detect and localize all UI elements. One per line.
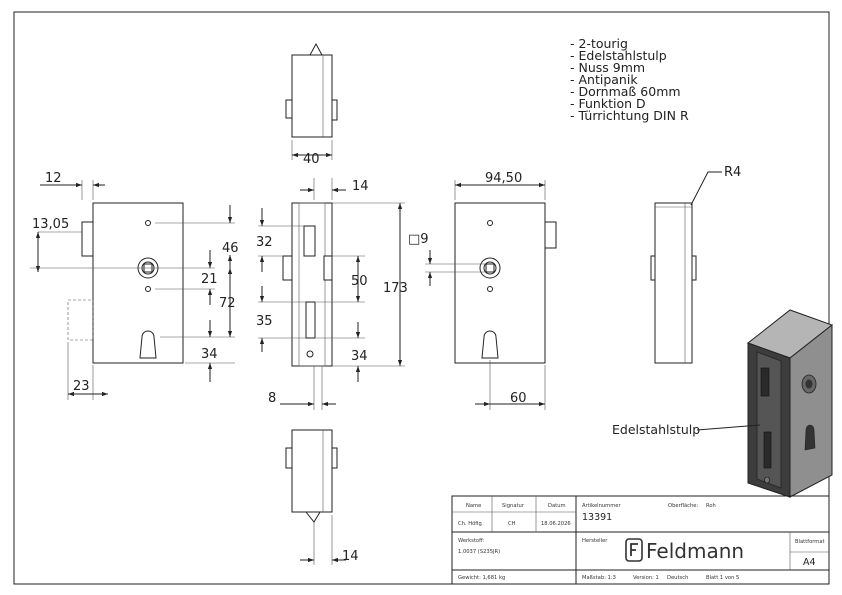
tb-l-blattformat: Blattformat xyxy=(795,539,825,545)
note-line: - Edelstahlstulp xyxy=(570,48,667,63)
dim-edge-r4: R4 xyxy=(724,165,741,180)
dim-side-32: 32 xyxy=(256,235,273,250)
dim-side-34: 34 xyxy=(351,349,368,364)
dim-front-23: 23 xyxy=(73,379,90,394)
tb-v-werkstoff: 1.0037 (S235JR) xyxy=(458,549,500,555)
tb-v-oberflaeche: Roh xyxy=(706,503,716,509)
title-block: Name Signatur Datum Ch. Höfig CH 18.06.2… xyxy=(451,495,830,585)
dim-bottom-14: 14 xyxy=(342,549,359,564)
side-view: 14 32 50 35 34 173 8 xyxy=(256,178,408,410)
rear-view: 94,50 □9 60 xyxy=(408,171,557,410)
tb-l-werkstoff: Werkstoff: xyxy=(458,538,485,544)
bottom-view: 14 xyxy=(285,429,359,565)
dim-rear-60: 60 xyxy=(510,391,527,406)
notes-list: - 2-tourig - Edelstahlstulp - Nuss 9mm -… xyxy=(570,36,689,123)
note-line: - Dornmaß 60mm xyxy=(570,84,681,99)
dim-side-173: 173 xyxy=(383,281,408,296)
tb-h-name: Name xyxy=(466,503,481,509)
dim-side-35: 35 xyxy=(256,314,273,329)
dim-side-8: 8 xyxy=(268,391,276,406)
sheet-border xyxy=(13,11,830,585)
note-line: - Antipanik xyxy=(570,72,638,87)
dim-front-72: 72 xyxy=(219,296,236,311)
tb-version: Version: 1 xyxy=(633,575,659,581)
iso-view: Edelstahlstulp xyxy=(612,309,834,498)
tb-h-signatur: Signatur xyxy=(502,503,525,509)
feldmann-logo-icon xyxy=(625,538,643,562)
dim-front-46: 46 xyxy=(222,241,239,256)
tb-v-artikel: 13391 xyxy=(582,512,612,523)
tb-brand: Feldmann xyxy=(646,539,744,563)
tb-v-name: Ch. Höfig xyxy=(458,521,482,527)
tb-massstab: Maßstab: 1:3 xyxy=(582,575,616,581)
tb-v-blattformat: A4 xyxy=(803,557,816,568)
front-view: 12 13,05 46 21 72 34 23 xyxy=(30,171,239,400)
tb-gewicht: Gewicht: 1,681 kg xyxy=(458,575,505,581)
dim-front-34: 34 xyxy=(201,347,218,362)
tb-sprache: Deutsch xyxy=(667,575,688,581)
note-line: - Türrichtung DIN R xyxy=(570,108,689,123)
dim-side-50: 50 xyxy=(351,274,368,289)
dim-rear-nut: □9 xyxy=(408,232,429,247)
tb-l-artikel: Artikelnummer xyxy=(582,503,621,509)
callout-edelstahlstulp: Edelstahlstulp xyxy=(612,422,700,437)
tb-blatt: Blatt 1 von 5 xyxy=(706,575,739,581)
tb-l-oberflaeche: Oberfläche: xyxy=(668,503,698,509)
dim-side-14-top: 14 xyxy=(352,179,369,194)
note-line: - 2-tourig xyxy=(570,36,628,51)
note-line: - Nuss 9mm xyxy=(570,60,645,75)
tb-h-datum: Datum xyxy=(548,503,566,509)
dim-rear-9450: 94,50 xyxy=(485,171,522,186)
tb-v-signatur: CH xyxy=(508,521,516,527)
tb-v-datum: 18.06.2026 xyxy=(541,521,571,527)
dim-top-width: 40 xyxy=(303,152,320,167)
dim-front-21: 21 xyxy=(201,272,218,287)
note-line: - Funktion D xyxy=(570,96,646,111)
dim-front-12: 12 xyxy=(45,171,62,186)
tb-l-hersteller: Hersteller xyxy=(582,538,608,544)
top-view: 40 xyxy=(285,42,338,167)
edge-view: R4 xyxy=(650,165,741,364)
dim-front-1305: 13,05 xyxy=(32,217,69,232)
